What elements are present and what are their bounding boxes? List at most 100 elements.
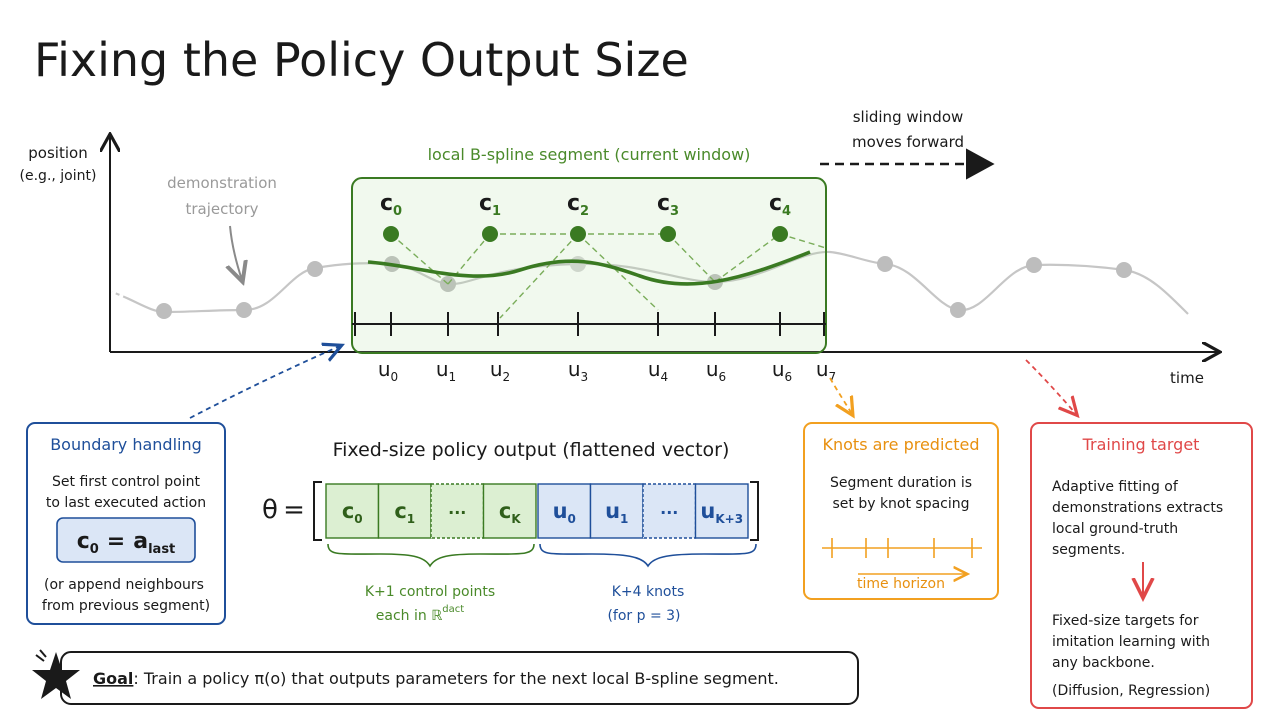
control-polygon bbox=[390, 233, 827, 319]
control-point-label: c1 bbox=[479, 191, 501, 219]
boundary-note2: from previous segment) bbox=[42, 598, 210, 614]
control-point-c4 bbox=[772, 226, 788, 242]
control-cell-label: ··· bbox=[448, 503, 466, 522]
boundary-line1: Set first control point bbox=[52, 474, 200, 490]
training-line7: any backbone. bbox=[1052, 655, 1155, 671]
knots-line1: Segment duration is bbox=[830, 475, 972, 491]
demo-point bbox=[307, 261, 323, 277]
knots-connector-arrow bbox=[829, 377, 852, 414]
control-point-label: c4 bbox=[769, 191, 791, 219]
control-point-c1 bbox=[482, 226, 498, 242]
vector-equals: = bbox=[283, 495, 305, 525]
vector-left-bracket bbox=[313, 481, 322, 541]
training-line4: segments. bbox=[1052, 542, 1125, 558]
knot-label: u3 bbox=[568, 357, 588, 384]
knot-label: u6 bbox=[706, 357, 726, 384]
training-connector-arrow bbox=[1025, 359, 1076, 414]
control-cell-label: c1 bbox=[394, 499, 415, 526]
time-horizon-label: time horizon bbox=[857, 576, 945, 592]
control-cell-label: cK bbox=[499, 499, 521, 526]
knot-cell-label: ··· bbox=[660, 503, 678, 522]
demo-arrow bbox=[230, 225, 242, 280]
demo-point bbox=[156, 303, 172, 319]
demo-point bbox=[1116, 262, 1132, 278]
control-caption-line1: K+1 control points bbox=[365, 584, 495, 600]
knots-brace bbox=[539, 543, 757, 568]
control-cell bbox=[377, 483, 432, 539]
control-point-c3 bbox=[660, 226, 676, 242]
demo-point bbox=[950, 302, 966, 318]
demo-label-line1: demonstration bbox=[167, 174, 277, 192]
knot-label: u6 bbox=[772, 357, 792, 384]
control-point-label: c2 bbox=[567, 191, 589, 219]
knot-cell-label: u1 bbox=[605, 499, 628, 526]
knot-caption-line2: (for p = 3) bbox=[607, 608, 680, 624]
current-window-box bbox=[351, 177, 827, 354]
vector-right-bracket bbox=[750, 481, 759, 541]
knot-cell-label: uK+3 bbox=[700, 499, 743, 526]
training-line3: local ground-truth bbox=[1052, 521, 1178, 537]
knot-labels: u0 u1 u2 u3 u4 u6 u6 u7 bbox=[378, 357, 836, 384]
y-axis-sublabel: (e.g., joint) bbox=[20, 168, 97, 184]
control-point-labels: c0 c1 c2 c3 c4 bbox=[380, 191, 791, 219]
control-point-label: c0 bbox=[380, 191, 402, 219]
segment-label: local B-spline segment (current window) bbox=[428, 145, 751, 164]
time-horizon-ticks bbox=[831, 538, 973, 558]
knot-caption-line1: K+4 knots bbox=[612, 584, 685, 600]
knot-cell bbox=[589, 483, 644, 539]
control-point-c0 bbox=[383, 226, 399, 242]
training-line8: (Diffusion, Regression) bbox=[1052, 683, 1210, 699]
demo-label-line2: trajectory bbox=[186, 200, 259, 218]
boundary-title: Boundary handling bbox=[50, 435, 202, 454]
sliding-window-label-line1: sliding window bbox=[853, 108, 964, 126]
knot-label: u1 bbox=[436, 357, 456, 384]
control-cell bbox=[325, 483, 380, 539]
knot-cell bbox=[694, 483, 749, 539]
training-line5: Fixed-size targets for bbox=[1052, 613, 1199, 629]
knot-label: u7 bbox=[816, 357, 836, 384]
boundary-line2: to last executed action bbox=[46, 495, 206, 511]
theta-symbol: θ bbox=[262, 495, 278, 525]
knot-ticks bbox=[354, 312, 825, 336]
vector-title: Fixed-size policy output (flattened vect… bbox=[333, 439, 730, 461]
control-cell bbox=[430, 483, 485, 539]
goal-star-icon bbox=[32, 649, 80, 699]
training-line2: demonstrations extracts bbox=[1052, 500, 1223, 516]
knot-label: u2 bbox=[490, 357, 510, 384]
control-points-brace bbox=[327, 543, 535, 568]
demo-point bbox=[236, 302, 252, 318]
sliding-window-label-line2: moves forward bbox=[852, 133, 964, 151]
control-cell-label: c0 bbox=[342, 499, 363, 526]
knot-label: u0 bbox=[378, 357, 398, 384]
knot-cell bbox=[642, 483, 697, 539]
boundary-equation: c0=alast bbox=[77, 529, 176, 557]
training-line6: imitation learning with bbox=[1052, 634, 1210, 650]
knot-label: u4 bbox=[648, 357, 668, 384]
control-cell bbox=[482, 483, 537, 539]
demo-point bbox=[1026, 257, 1042, 273]
knot-cell-label: u0 bbox=[553, 499, 576, 526]
training-line1: Adaptive fitting of bbox=[1052, 479, 1179, 495]
knots-predicted-box bbox=[803, 422, 999, 600]
training-target-box bbox=[1030, 422, 1253, 709]
knots-title: Knots are predicted bbox=[823, 435, 980, 454]
training-title: Training target bbox=[1082, 435, 1200, 454]
demo-point bbox=[877, 256, 893, 272]
control-caption-line2: each in ℝdact bbox=[376, 604, 464, 624]
demonstration-trajectory bbox=[111, 250, 1189, 315]
knot-cell bbox=[537, 483, 592, 539]
goal-text: Goal: Train a policy π(o) that outputs p… bbox=[93, 669, 779, 688]
control-point-c2 bbox=[570, 226, 586, 242]
control-points bbox=[383, 226, 788, 242]
boundary-connector-arrow bbox=[189, 346, 340, 419]
page-title: Fixing the Policy Output Size bbox=[34, 33, 689, 87]
control-point-label: c3 bbox=[657, 191, 679, 219]
boundary-note1: (or append neighbours bbox=[44, 577, 204, 593]
knots-line2: set by knot spacing bbox=[832, 496, 969, 512]
y-axis-label: position bbox=[28, 144, 87, 162]
vector-cells: c0 c1 ··· cK u0 u1 ··· uK+3 bbox=[325, 483, 749, 539]
x-axis-label: time bbox=[1170, 369, 1204, 387]
boundary-equation-box bbox=[56, 517, 196, 563]
trajectory-fade-left bbox=[111, 290, 127, 300]
